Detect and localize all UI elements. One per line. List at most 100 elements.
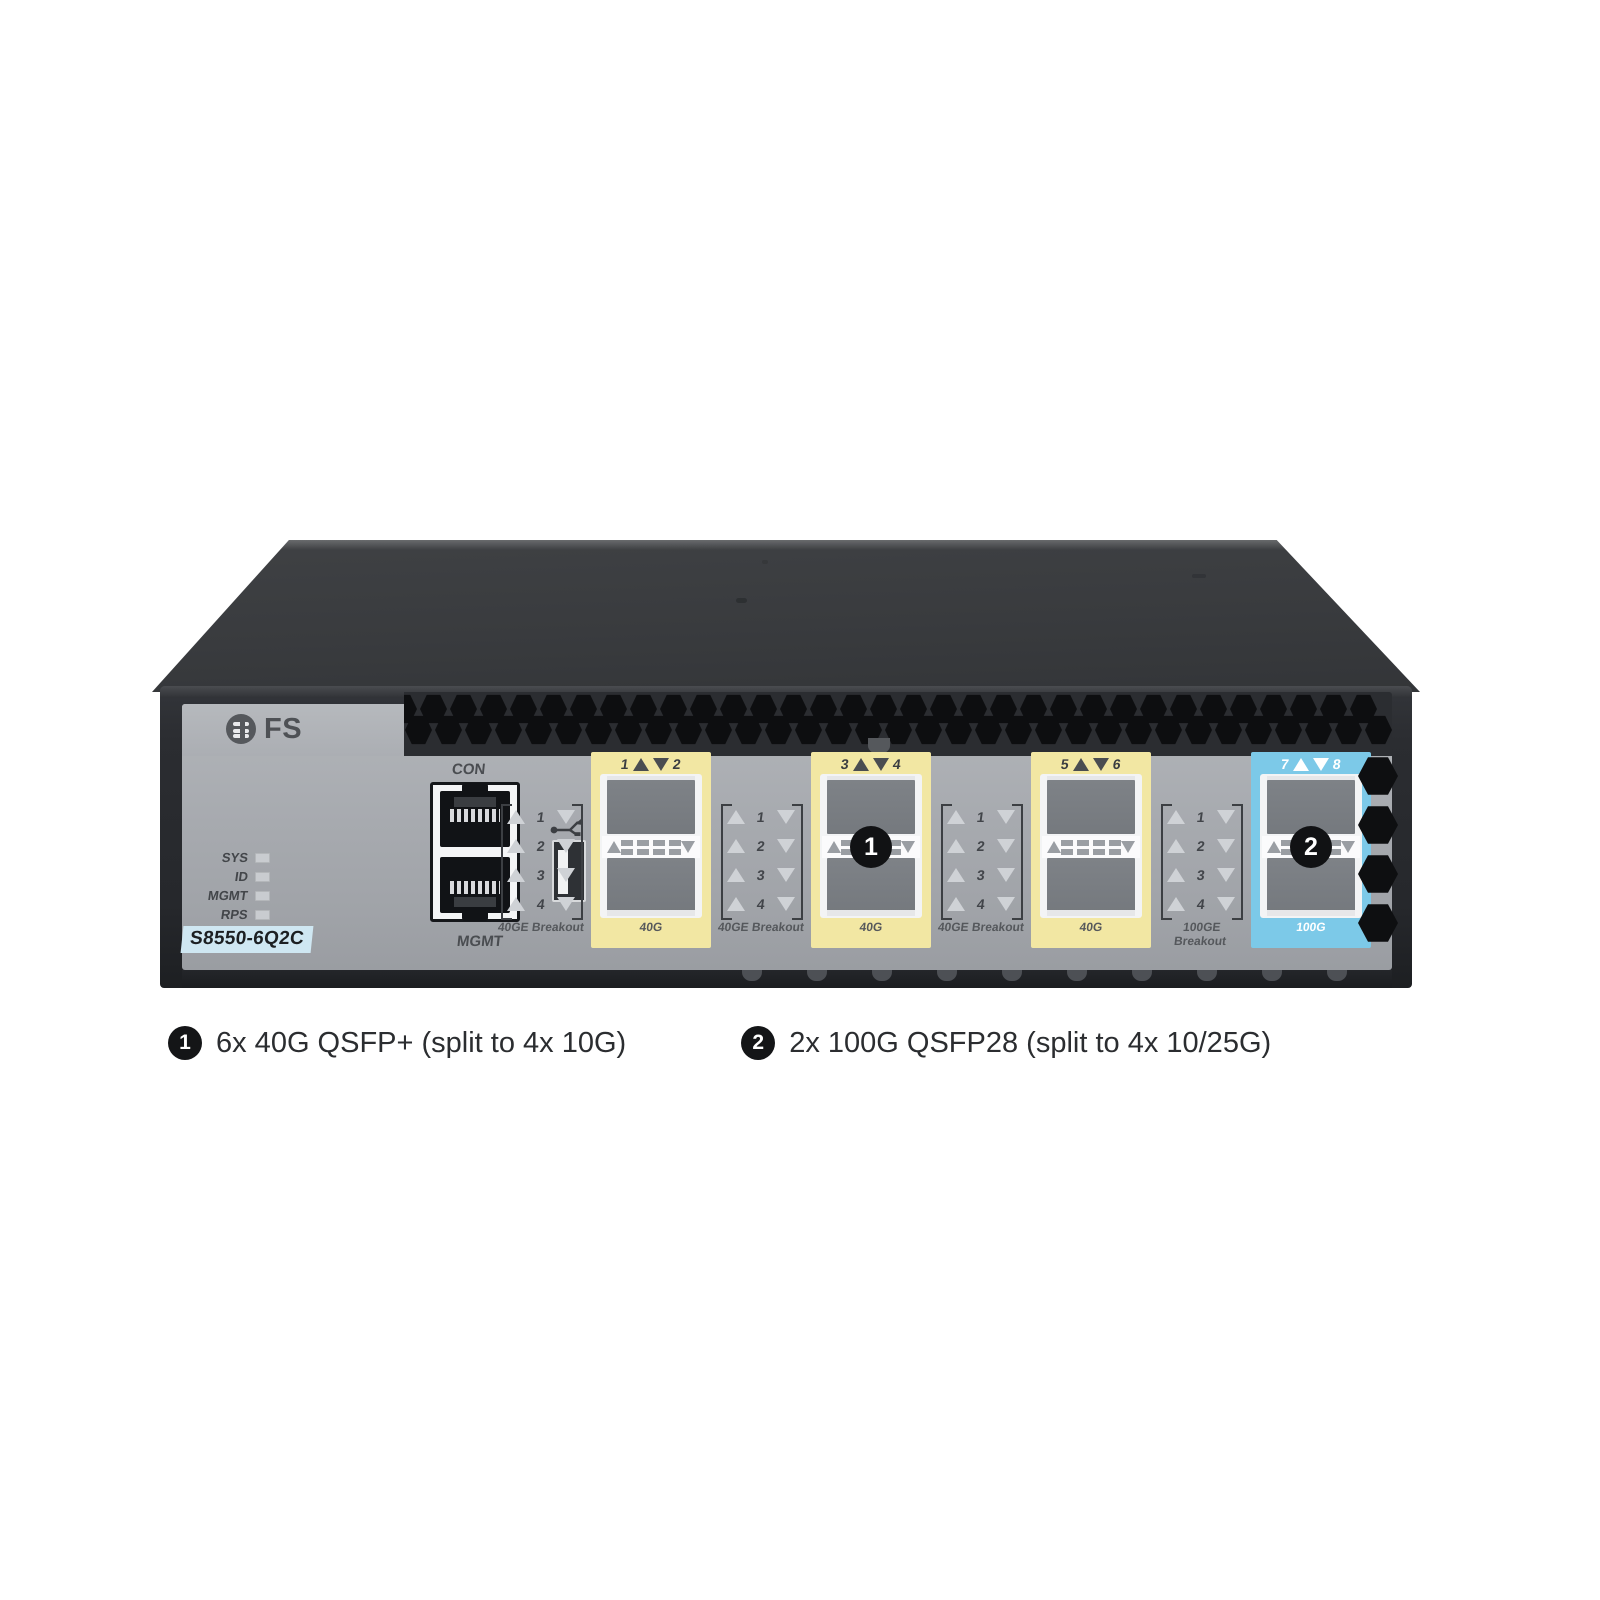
triangle-down-icon bbox=[996, 897, 1015, 911]
port-speed-caption: 40G bbox=[1078, 920, 1104, 934]
led-indicator-id: ID bbox=[196, 867, 270, 886]
triangle-down-icon bbox=[1313, 757, 1329, 771]
triangle-down-icon bbox=[1341, 841, 1355, 853]
breakout-lane-number: 1 bbox=[755, 809, 767, 825]
bottom-rail bbox=[182, 970, 1392, 988]
port-number-right: 8 bbox=[1331, 756, 1342, 772]
breakout-row: 4 bbox=[727, 893, 795, 915]
triangle-up-icon bbox=[727, 839, 745, 853]
breakout-lane-number: 4 bbox=[535, 896, 547, 912]
mgmt-rj45-port[interactable] bbox=[440, 857, 510, 921]
status-led-group: SYS ID MGMT RPS bbox=[196, 848, 270, 924]
breakout-lane-number: 2 bbox=[975, 838, 987, 854]
triangle-up-icon bbox=[507, 897, 525, 911]
breakout-row: 3 bbox=[1167, 864, 1235, 886]
led-lamp-icon bbox=[255, 871, 270, 882]
qsfp-cage[interactable] bbox=[600, 774, 702, 918]
cage-lip bbox=[1047, 910, 1135, 916]
chassis-top-lid bbox=[152, 540, 1420, 692]
legend-text: 6x 40G QSFP+ (split to 4x 10G) bbox=[216, 1026, 627, 1059]
qsfp-cage[interactable] bbox=[820, 774, 922, 918]
qsfp-slot-lower[interactable] bbox=[607, 858, 695, 912]
link-led-block bbox=[653, 848, 665, 855]
link-led-block bbox=[637, 848, 649, 855]
qsfp-cage[interactable] bbox=[1040, 774, 1142, 918]
breakout-lane-number: 3 bbox=[1195, 867, 1207, 883]
legend-item-2: 2 2x 100G QSFP28 (split to 4x 10/25G) bbox=[741, 1026, 1271, 1060]
qsfp-slot-upper[interactable] bbox=[1047, 780, 1135, 834]
triangle-down-icon bbox=[1121, 841, 1135, 853]
triangle-up-icon bbox=[1167, 810, 1185, 824]
breakout-lane-number: 1 bbox=[1195, 809, 1207, 825]
breakout-row: 4 bbox=[947, 893, 1015, 915]
breakout-lane-number: 3 bbox=[535, 867, 547, 883]
bracket-left-icon bbox=[1161, 804, 1172, 920]
console-rj45-port[interactable] bbox=[440, 783, 510, 847]
qsfp-cage[interactable] bbox=[1260, 774, 1362, 918]
triangle-down-icon bbox=[996, 839, 1015, 853]
breakout-row: 2 bbox=[507, 835, 575, 857]
triangle-up-icon bbox=[947, 810, 965, 824]
qsfp-slot-upper[interactable] bbox=[607, 780, 695, 834]
rj45-pins bbox=[450, 809, 500, 822]
link-led-block bbox=[637, 839, 649, 846]
breakout-row: 2 bbox=[947, 835, 1015, 857]
fs-emblem-icon bbox=[226, 714, 256, 744]
triangle-down-icon bbox=[556, 897, 575, 911]
qsfp-slot-lower[interactable] bbox=[1047, 858, 1135, 912]
link-led-block bbox=[653, 839, 665, 846]
breakout-row: 2 bbox=[1167, 835, 1235, 857]
breakout-lane-number: 4 bbox=[1195, 896, 1207, 912]
triangle-up-icon bbox=[607, 841, 621, 853]
link-led-block bbox=[1329, 848, 1341, 855]
lid-screw-mark bbox=[762, 560, 768, 564]
link-led-block bbox=[1109, 848, 1121, 855]
port-number-left: 1 bbox=[620, 756, 631, 772]
breakout-caption: 40GE Breakout bbox=[497, 920, 585, 934]
qsfp-slot-upper[interactable] bbox=[1267, 780, 1355, 834]
triangle-down-icon bbox=[776, 810, 795, 824]
brand-logo: FS bbox=[226, 714, 302, 744]
triangle-up-icon bbox=[1267, 841, 1281, 853]
logo-panel: FS bbox=[182, 704, 404, 756]
triangle-down-icon bbox=[556, 868, 575, 882]
link-led-block bbox=[1061, 848, 1073, 855]
triangle-down-icon bbox=[1216, 897, 1235, 911]
link-led-block bbox=[1077, 848, 1089, 855]
qsfp-slot-upper[interactable] bbox=[827, 780, 915, 834]
triangle-up-icon bbox=[507, 810, 525, 824]
breakout-row: 3 bbox=[727, 864, 795, 886]
cage-lip bbox=[1267, 910, 1355, 916]
lid-highlight bbox=[278, 540, 1289, 550]
cage-lip bbox=[1267, 776, 1355, 782]
link-led-block bbox=[1061, 839, 1073, 846]
rj45-cavity bbox=[454, 897, 496, 907]
port-led-band bbox=[602, 836, 700, 858]
led-indicator-mgmt: MGMT bbox=[196, 886, 270, 905]
breakout-caption: 100GE Breakout bbox=[1173, 920, 1227, 948]
legend-badge: 2 bbox=[741, 1026, 776, 1060]
triangle-up-icon bbox=[1167, 897, 1185, 911]
bracket-right-icon bbox=[1232, 804, 1243, 920]
breakout-row: 3 bbox=[507, 864, 575, 886]
link-led-block bbox=[1093, 848, 1105, 855]
link-led-block bbox=[669, 839, 681, 846]
port-speed-caption: 40G bbox=[638, 920, 664, 934]
led-block-grid bbox=[1061, 839, 1121, 855]
led-label: RPS bbox=[220, 907, 250, 922]
legend-badge: 1 bbox=[168, 1026, 202, 1060]
led-block-grid bbox=[621, 839, 681, 855]
